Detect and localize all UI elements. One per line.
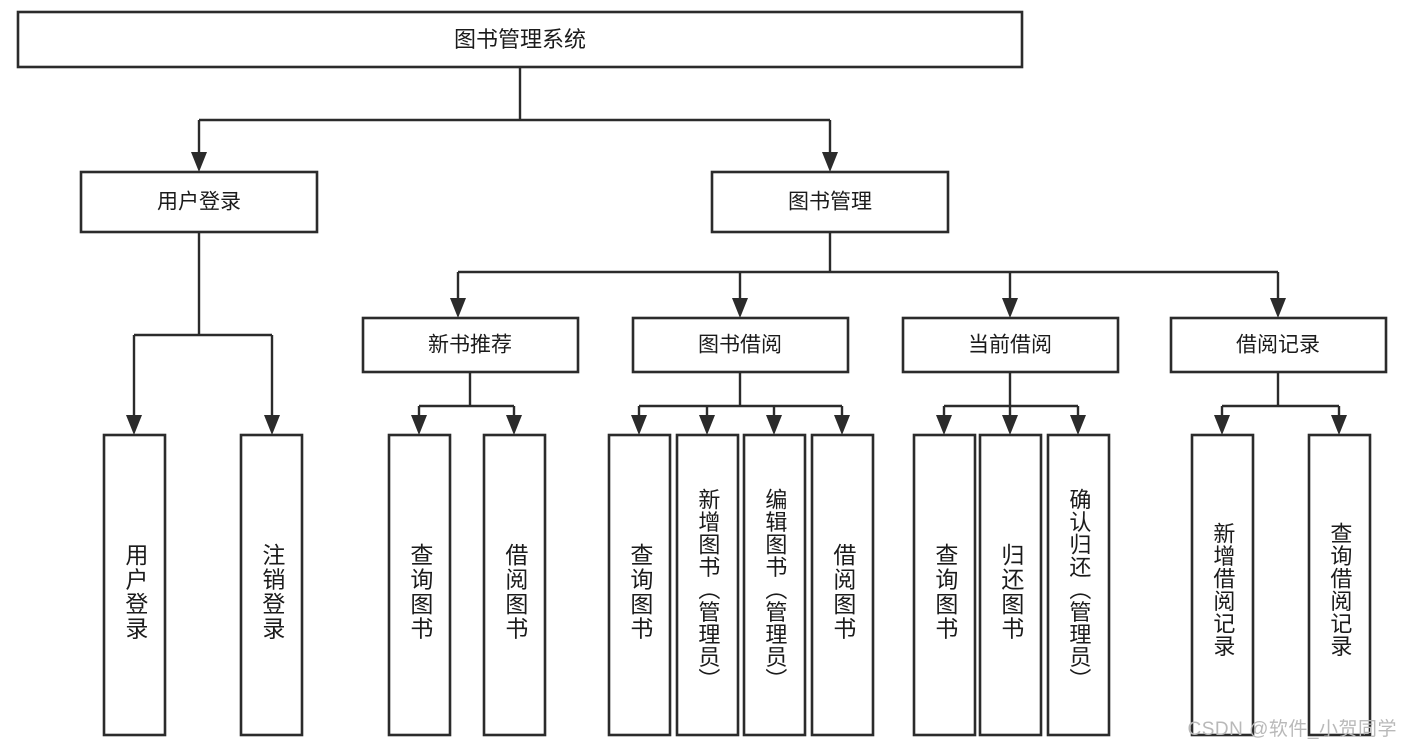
leaf-boxes-new-book-recommend <box>387 433 547 737</box>
leaf-box-newbook-2[interactable] <box>482 433 547 737</box>
node-book-borrow-label: 图书借阅 <box>698 334 782 357</box>
node-root[interactable]: 图书管理系统 <box>16 10 1024 69</box>
connector-newbook-to-leaves <box>411 372 522 435</box>
leaf-box-newbook-1[interactable] <box>387 433 452 737</box>
leaf-box-user-login-1[interactable] <box>102 433 167 737</box>
leaf-boxes-user-login <box>102 433 304 737</box>
node-user-login-label: 用户登录 <box>157 191 241 214</box>
leaf-box-user-login-2[interactable] <box>239 433 304 737</box>
node-book-management[interactable]: 图书管理 <box>710 170 950 234</box>
leaf-box-current-2[interactable] <box>978 433 1043 737</box>
connector-userlogin-to-leaves <box>126 232 280 435</box>
node-new-book-recommend[interactable]: 新书推荐 <box>361 316 580 374</box>
node-current-borrow[interactable]: 当前借阅 <box>901 316 1120 374</box>
leaf-box-record-2[interactable] <box>1307 433 1372 737</box>
connector-bookmgmt-to-level3 <box>450 232 1286 318</box>
connector-root-to-level2 <box>191 67 838 172</box>
node-book-borrow[interactable]: 图书借阅 <box>631 316 850 374</box>
leaf-box-borrow-4[interactable] <box>810 433 875 737</box>
node-current-borrow-label: 当前借阅 <box>968 334 1052 357</box>
leaf-box-current-1[interactable] <box>912 433 977 737</box>
node-book-management-label: 图书管理 <box>788 191 872 214</box>
leaf-box-borrow-3[interactable] <box>742 433 807 737</box>
leaf-box-borrow-2[interactable] <box>675 433 740 737</box>
node-borrow-record-label: 借阅记录 <box>1236 334 1320 357</box>
leaf-boxes-borrow-record <box>1190 433 1372 737</box>
connector-current-to-leaves <box>936 372 1086 435</box>
node-user-login[interactable]: 用户登录 <box>79 170 319 234</box>
leaf-boxes-book-borrow <box>607 433 875 737</box>
leaf-boxes-current-borrow <box>912 433 1111 737</box>
leaf-box-record-1[interactable] <box>1190 433 1255 737</box>
connector-borrow-to-leaves <box>631 372 850 435</box>
leaf-box-current-3[interactable] <box>1046 433 1111 737</box>
node-borrow-record[interactable]: 借阅记录 <box>1169 316 1388 374</box>
node-new-book-recommend-label: 新书推荐 <box>428 334 512 357</box>
node-root-label: 图书管理系统 <box>454 27 586 52</box>
csdn-watermark: CSDN @软件_小贺同学 <box>1187 719 1397 740</box>
leaf-box-borrow-1[interactable] <box>607 433 672 737</box>
connector-record-to-leaves <box>1214 372 1347 435</box>
